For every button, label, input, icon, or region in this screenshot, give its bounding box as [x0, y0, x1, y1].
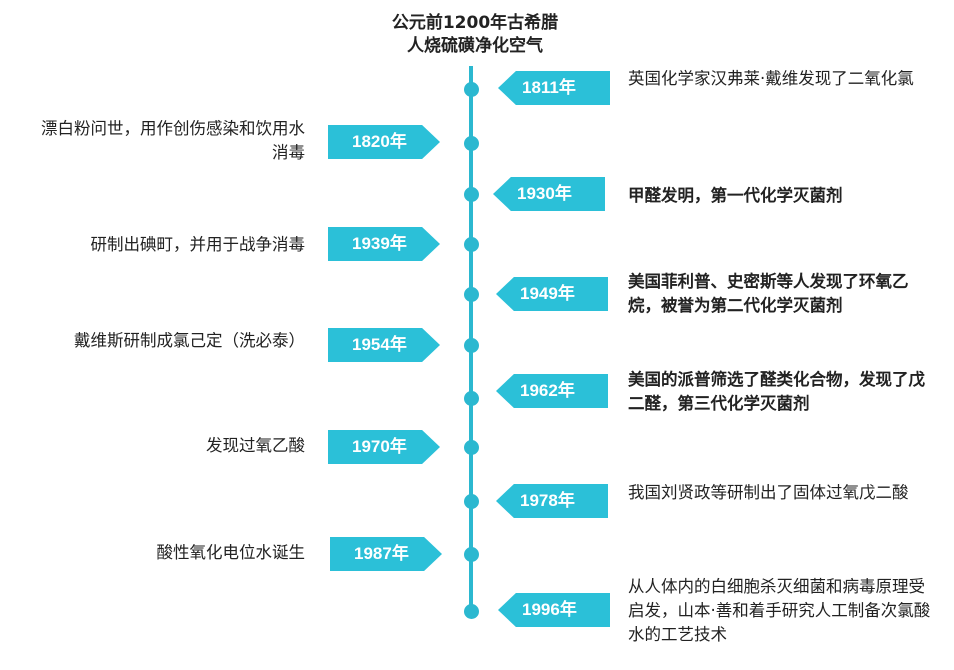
title-line-2: 人烧硫磺净化空气 [407, 36, 543, 56]
year-tag-1820: 1820年 [328, 125, 440, 159]
event-description-1811: 英国化学家汉弗莱·戴维发现了二氧化氯 [628, 69, 914, 88]
year-tag-1978: 1978年 [496, 484, 608, 518]
year-tag-1930: 1930年 [493, 177, 605, 211]
event-description-1978: 我国刘贤政等研制出了固体过氧戊二酸 [628, 483, 909, 502]
year-tag-1811: 1811年 [498, 71, 610, 105]
timeline-dot [464, 136, 479, 151]
title-line-1: 公元前1200年古希腊 [391, 13, 559, 33]
event-description-1970: 发现过氧乙酸 [206, 436, 305, 455]
timeline-dot [464, 287, 479, 302]
year-tag-1962: 1962年 [496, 374, 608, 408]
timeline-dot [464, 440, 479, 455]
year-tag-1996: 1996年 [498, 593, 610, 627]
timeline-dot [464, 494, 479, 509]
timeline-dot [464, 338, 479, 353]
event-description-1996: 从人体内的白细胞杀灭细菌和病毒原理受启发，山本·善和着手研究人工制备次氯酸水的工… [628, 577, 931, 644]
timeline-dot [464, 82, 479, 97]
timeline-dot [464, 604, 479, 619]
timeline-dot [464, 237, 479, 252]
event-description-1820: 漂白粉问世，用作创伤感染和饮用水消毒 [41, 119, 305, 162]
timeline-dot [464, 391, 479, 406]
event-description-1930: 甲醛发明，第一代化学灭菌剂 [628, 186, 843, 205]
event-description-1954: 戴维斯研制成氯己定（洗必泰） [74, 331, 305, 350]
year-tag-1970: 1970年 [328, 430, 440, 464]
year-tag-1949: 1949年 [496, 277, 608, 311]
timeline-dot [464, 187, 479, 202]
year-tag-1939: 1939年 [328, 227, 440, 261]
event-description-1939: 研制出碘町，并用于战争消毒 [90, 235, 306, 254]
event-description-1949: 美国菲利普、史密斯等人发现了环氧乙烷，被誉为第二代化学灭菌剂 [628, 272, 909, 315]
year-tag-1987: 1987年 [330, 537, 442, 571]
event-description-1962: 美国的派普筛选了醛类化合物，发现了戊二醛，第三代化学灭菌剂 [628, 370, 925, 413]
timeline-dot [464, 547, 479, 562]
event-description-1987: 酸性氧化电位水诞生 [156, 543, 306, 562]
timeline-title: 公元前1200年古希腊 人烧硫磺净化空气 [362, 12, 588, 58]
year-tag-1954: 1954年 [328, 328, 440, 362]
